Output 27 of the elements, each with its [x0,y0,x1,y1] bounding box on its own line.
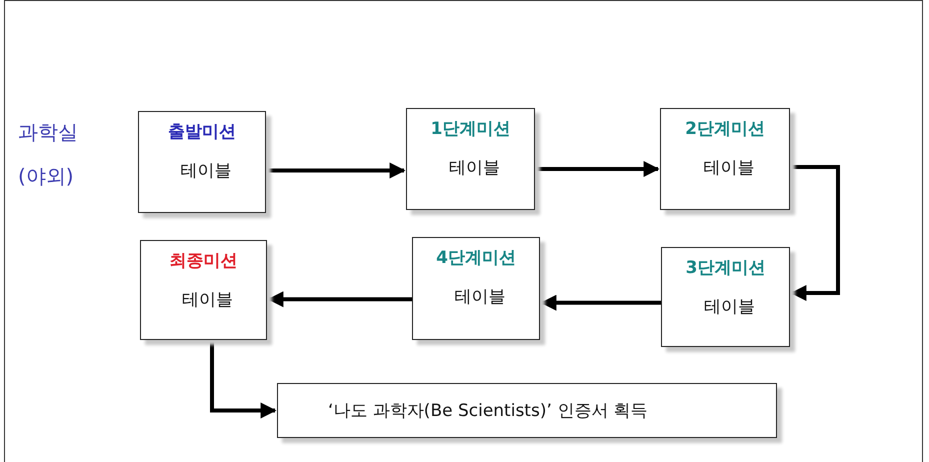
result-box [277,383,777,438]
arrow [266,162,406,178]
table-label: 테이블 [180,160,232,182]
mission-box [406,108,535,210]
table-label: 테이블 [704,296,755,318]
mission-title: 2단계미션 [685,118,765,140]
location-label: 과학실 (야외) [18,119,79,190]
mission-title: 최종미션 [170,250,238,272]
mission-title: 4단계미션 [436,247,516,269]
arrow [540,294,661,311]
mission-box [140,240,267,340]
table-label: 테이블 [704,157,754,179]
result-text: ‘나도 과학자(Be Scientists)’ 인증서 획득 [328,400,648,422]
mission-box [661,247,790,347]
mission-title: 출발미션 [168,121,236,143]
mission-box [412,237,540,340]
table-label: 테이블 [449,157,500,179]
arrow [535,161,660,177]
arrow [210,340,277,418]
table-label: 테이블 [454,286,506,308]
mission-box [660,108,790,210]
mission-title: 1단계미션 [430,118,510,140]
arrow [790,165,840,301]
arrow [267,291,412,308]
mission-title: 3단계미션 [686,257,766,279]
mission-box [138,111,266,213]
table-label: 테이블 [182,289,233,311]
